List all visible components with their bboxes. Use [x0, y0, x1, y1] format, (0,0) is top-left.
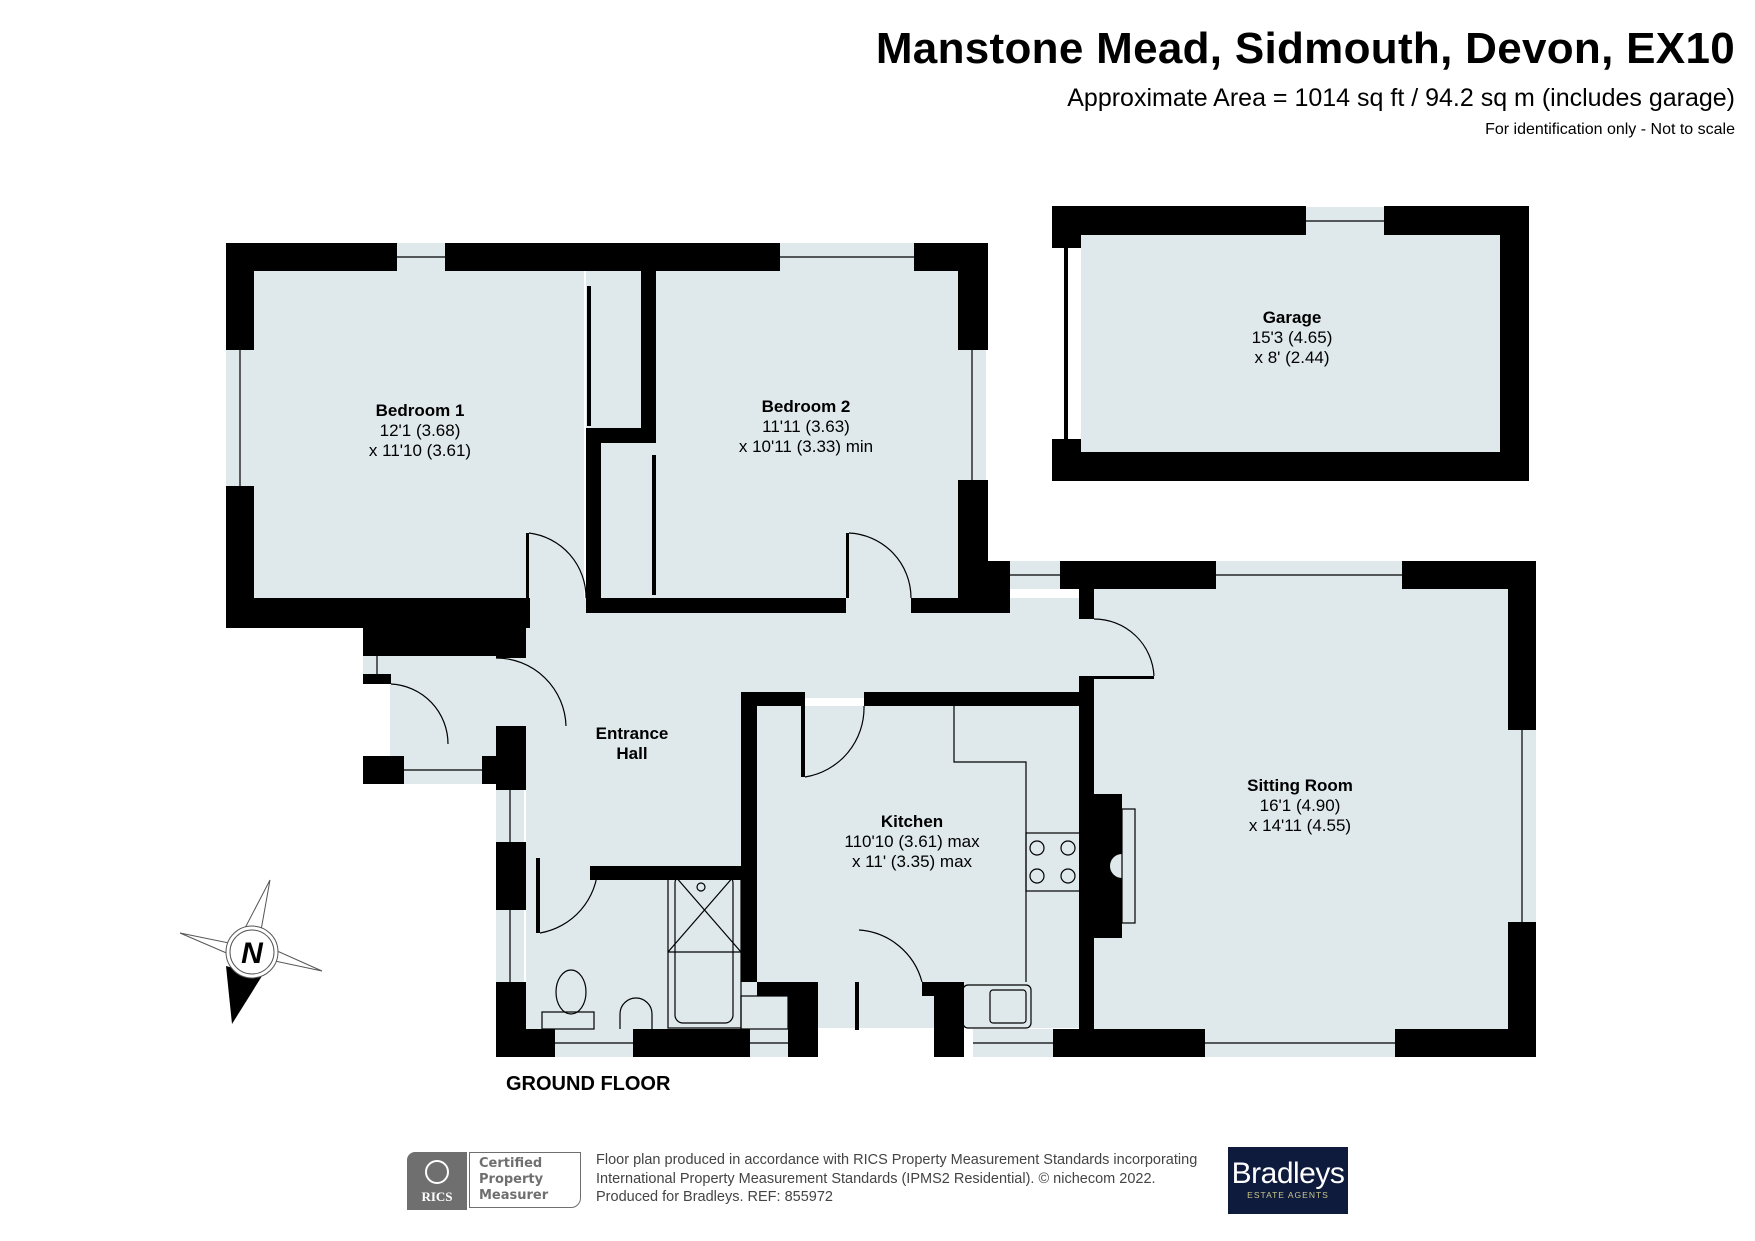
room-kitchen: Kitchen 110'10 (3.61) max x 11' (3.35) m… — [844, 812, 979, 872]
approximate-area: Approximate Area = 1014 sq ft / 94.2 sq … — [1067, 84, 1735, 112]
room-dimension: x 10'11 (3.33) min — [738, 437, 874, 456]
room-dimension: 12'1 (3.68) — [379, 421, 461, 440]
room-name: Entrance — [595, 724, 669, 743]
footer-line: International Property Measurement Stand… — [596, 1170, 1156, 1187]
room-garage: Garage 15'3 (4.65) x 8' (2.44) — [1252, 308, 1333, 368]
agent-tagline: ESTATE AGENTS — [1247, 1190, 1329, 1200]
room-name: Hall — [616, 744, 648, 763]
rics-wordmark: RICS — [421, 1189, 453, 1204]
room-name: Garage — [1262, 308, 1322, 327]
property-title: Manstone Mead, Sidmouth, Devon, EX10 — [875, 24, 1735, 73]
room-bedroom-2: Bedroom 2 11'11 (3.63) x 10'11 (3.33) mi… — [739, 397, 873, 457]
footer-line: Floor plan produced in accordance with R… — [596, 1152, 1198, 1168]
rics-badge: RICS — [407, 1152, 467, 1210]
room-dimension: 16'1 (4.90) — [1259, 796, 1341, 815]
room-name: Kitchen — [880, 812, 944, 831]
room-bedroom-1: Bedroom 1 12'1 (3.68) x 11'10 (3.61) — [369, 401, 471, 461]
room-dimension: 110'10 (3.61) max — [844, 832, 980, 851]
room-name: Bedroom 2 — [761, 397, 851, 416]
cert-line: Certified — [479, 1156, 543, 1171]
floor-label: GROUND FLOOR — [506, 1073, 671, 1095]
room-dimension: x 14'11 (4.55) — [1248, 816, 1352, 835]
room-dimension: x 11' (3.35) max — [851, 852, 973, 871]
room-entrance-hall: Entrance Hall — [596, 724, 669, 764]
room-name: Sitting Room — [1247, 776, 1353, 795]
footer-statement: Floor plan produced in accordance with R… — [596, 1151, 1197, 1207]
svg-text:N: N — [241, 937, 264, 970]
lion-icon — [425, 1160, 449, 1184]
footer-line: Produced for Bradleys. REF: 855972 — [596, 1189, 833, 1205]
walls — [226, 206, 1536, 1057]
floor-areas — [226, 207, 1536, 1057]
room-sitting-room: Sitting Room 16'1 (4.90) x 14'11 (4.55) — [1247, 776, 1353, 836]
room-dimension: x 11'10 (3.61) — [368, 441, 472, 460]
rics-logo: RICS Certified Property Measurer — [407, 1152, 583, 1210]
room-dimension: x 8' (2.44) — [1254, 348, 1330, 367]
fixtures — [239, 220, 1523, 1044]
room-name: Bedroom 1 — [375, 401, 465, 420]
cert-line: Property — [479, 1172, 544, 1187]
room-dimension: 11'11 (3.63) — [762, 417, 850, 436]
compass-rose-icon: N — [179, 879, 323, 1024]
room-dimension: 15'3 (4.65) — [1251, 328, 1333, 347]
bradleys-logo: Bradleys ESTATE AGENTS — [1228, 1147, 1348, 1214]
agent-name: Bradleys — [1231, 1157, 1345, 1190]
certified-measurer-badge: Certified Property Measurer — [469, 1152, 581, 1208]
disclaimer: For identification only - Not to scale — [1485, 121, 1735, 138]
cert-line: Measurer — [479, 1188, 549, 1203]
